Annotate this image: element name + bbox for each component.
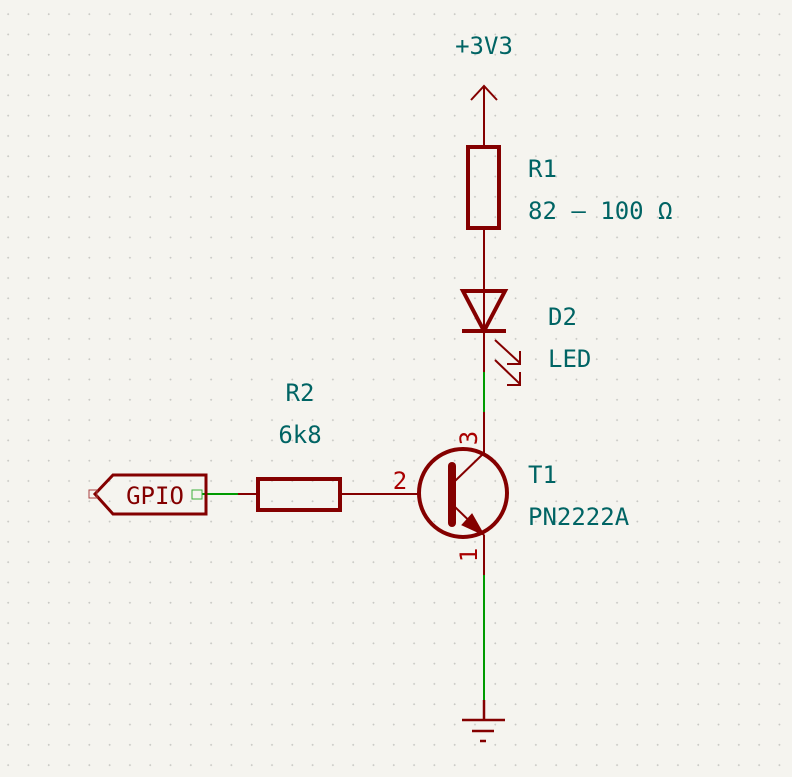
d2-ref: D2	[548, 303, 577, 331]
light-emission-icon	[494, 339, 521, 386]
r2-ref: R2	[286, 379, 315, 407]
power-3v3-symbol[interactable]	[470, 84, 498, 146]
t1-ref: T1	[528, 461, 557, 489]
t1-value: PN2222A	[528, 503, 630, 531]
resistor-r2[interactable]	[256, 477, 342, 512]
gpio-hierarchical-label[interactable]: GPIO	[88, 473, 208, 516]
pin-emitter-number: 1	[455, 548, 483, 562]
power-label: +3V3	[455, 32, 513, 60]
r2-value: 6k8	[278, 421, 321, 449]
d2-value: LED	[548, 345, 591, 373]
pin-collector-number: 3	[455, 431, 483, 445]
resistor-r1[interactable]	[466, 145, 501, 230]
pin-base-number: 2	[393, 467, 407, 495]
r1-value: 82 – 100 Ω	[528, 197, 673, 225]
led-d2[interactable]	[459, 289, 509, 336]
ground-icon[interactable]	[462, 700, 505, 743]
gpio-label-text: GPIO	[126, 482, 184, 510]
transistor-t1[interactable]	[340, 447, 509, 575]
r1-ref: R1	[528, 155, 557, 183]
